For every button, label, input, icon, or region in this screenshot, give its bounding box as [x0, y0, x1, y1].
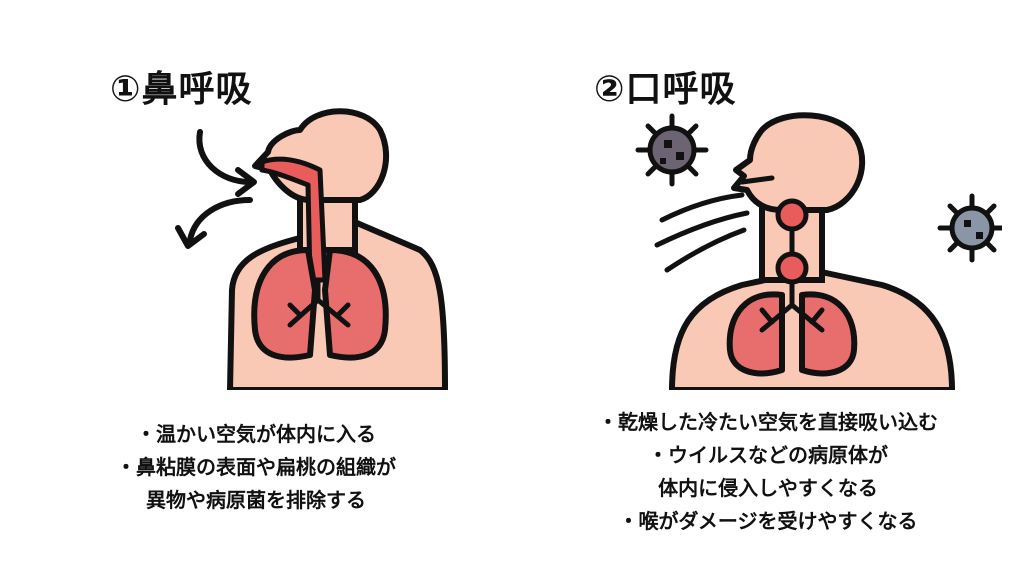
nose-breathing-figure-icon — [175, 108, 448, 390]
mouth-breathing-notes: ・乾燥した冷たい空気を直接吸い込む ・ウイルスなどの病原体が 体内に侵入しやすく… — [512, 406, 1024, 538]
virus-icon — [635, 113, 709, 187]
note-line: 異物や病原菌を排除する — [146, 488, 366, 512]
mouth-breathing-panel: ②口呼吸 — [512, 0, 1024, 576]
note-line: ・温かい空気が体内に入る — [136, 422, 376, 446]
nose-breathing-notes: ・温かい空気が体内に入る ・鼻粘膜の表面や扁桃の組織が 異物や病原菌を排除する — [0, 418, 512, 517]
virus-icon — [937, 193, 1002, 263]
note-line: 体内に侵入しやすくなる — [658, 476, 878, 500]
nose-breathing-panel: ①鼻呼吸 ・温かい空気が体内に入る ・鼻粘膜の表面や扁桃の組織が 異物や病原菌を… — [0, 69, 512, 517]
note-line: ・ウイルスなどの病原体が — [648, 443, 888, 467]
air-flow-arrow-icon — [654, 192, 750, 273]
note-line: ・鼻粘膜の表面や扁桃の組織が — [116, 455, 396, 479]
mouth-breathing-figure-icon — [635, 112, 1002, 390]
exhale-arrow-icon — [187, 197, 253, 243]
mouth-breathing-heading: ②口呼吸 — [594, 69, 737, 110]
inhale-arrow-icon — [196, 129, 253, 185]
nose-breathing-heading: ①鼻呼吸 — [110, 69, 253, 110]
note-line: ・喉がダメージを受けやすくなる — [618, 509, 918, 533]
note-line: ・乾燥した冷たい空気を直接吸い込む — [598, 410, 938, 434]
